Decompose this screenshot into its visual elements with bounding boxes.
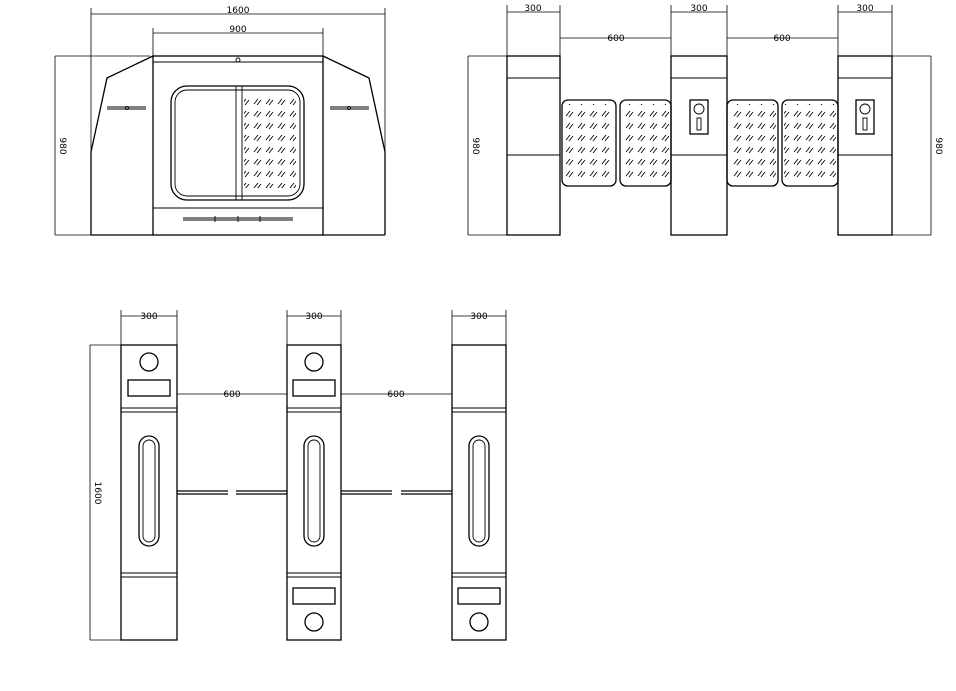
dim-label-bottom-gap-1: 600 (223, 390, 240, 400)
front-left-wing (90, 55, 154, 236)
side-arms (177, 490, 452, 495)
dimension-bottom-post-3: 300 (451, 310, 507, 345)
dimension-top-post-2: 300 (670, 4, 728, 56)
dim-label-top-gap-2: 600 (773, 34, 790, 44)
dim-label-top-post-3: 300 (856, 4, 873, 14)
top-view: 300 300 300 600 600 980 (467, 4, 943, 236)
dimension-top-height-right: 980 (892, 55, 943, 236)
side-post-1 (120, 344, 178, 641)
dim-label-bottom-length: 1600 (92, 482, 102, 505)
dim-label-front-cabinet-width: 900 (229, 25, 246, 35)
dimension-bottom-post-1: 300 (120, 310, 178, 345)
top-post-1 (506, 55, 561, 236)
dim-label-front-height: 980 (57, 137, 67, 154)
dim-label-bottom-post-2: 300 (305, 312, 322, 322)
front-center-cabinet (152, 55, 324, 236)
dimension-top-height-left: 980 (467, 55, 507, 236)
dim-label-bottom-gap-2: 600 (387, 390, 404, 400)
side-view: 300 300 300 600 600 1600 (89, 310, 507, 641)
dimension-bottom-gap-2: 600 (341, 390, 452, 400)
dim-label-top-post-1: 300 (524, 4, 541, 14)
dim-label-top-post-2: 300 (690, 4, 707, 14)
dim-label-bottom-post-1: 300 (140, 312, 157, 322)
dim-label-top-gap-1: 600 (607, 34, 624, 44)
top-post-2 (670, 55, 728, 236)
top-glass-panels (561, 99, 839, 187)
dim-label-bottom-post-3: 300 (470, 312, 487, 322)
dimension-front-height: 980 (54, 55, 150, 236)
side-post-3 (451, 344, 507, 641)
dim-label-top-height-right: 980 (933, 137, 943, 154)
top-post-3 (837, 55, 893, 236)
dimension-top-post-3: 300 (837, 4, 893, 56)
front-view: 1600 900 980 (54, 6, 386, 236)
dimension-bottom-length: 1600 (89, 344, 121, 641)
dimension-front-cabinet-width: 900 (152, 25, 324, 56)
front-right-wing (322, 55, 386, 236)
side-post-2 (286, 344, 342, 641)
dimension-top-post-1: 300 (506, 4, 561, 56)
dimension-top-gap-2: 600 (727, 34, 838, 44)
dim-label-top-height-left: 980 (470, 137, 480, 154)
dimension-top-gap-1: 600 (560, 34, 671, 44)
dimension-bottom-gap-1: 600 (177, 390, 287, 400)
dim-label-front-total-width: 1600 (227, 6, 250, 16)
dimension-bottom-post-2: 300 (286, 310, 342, 345)
